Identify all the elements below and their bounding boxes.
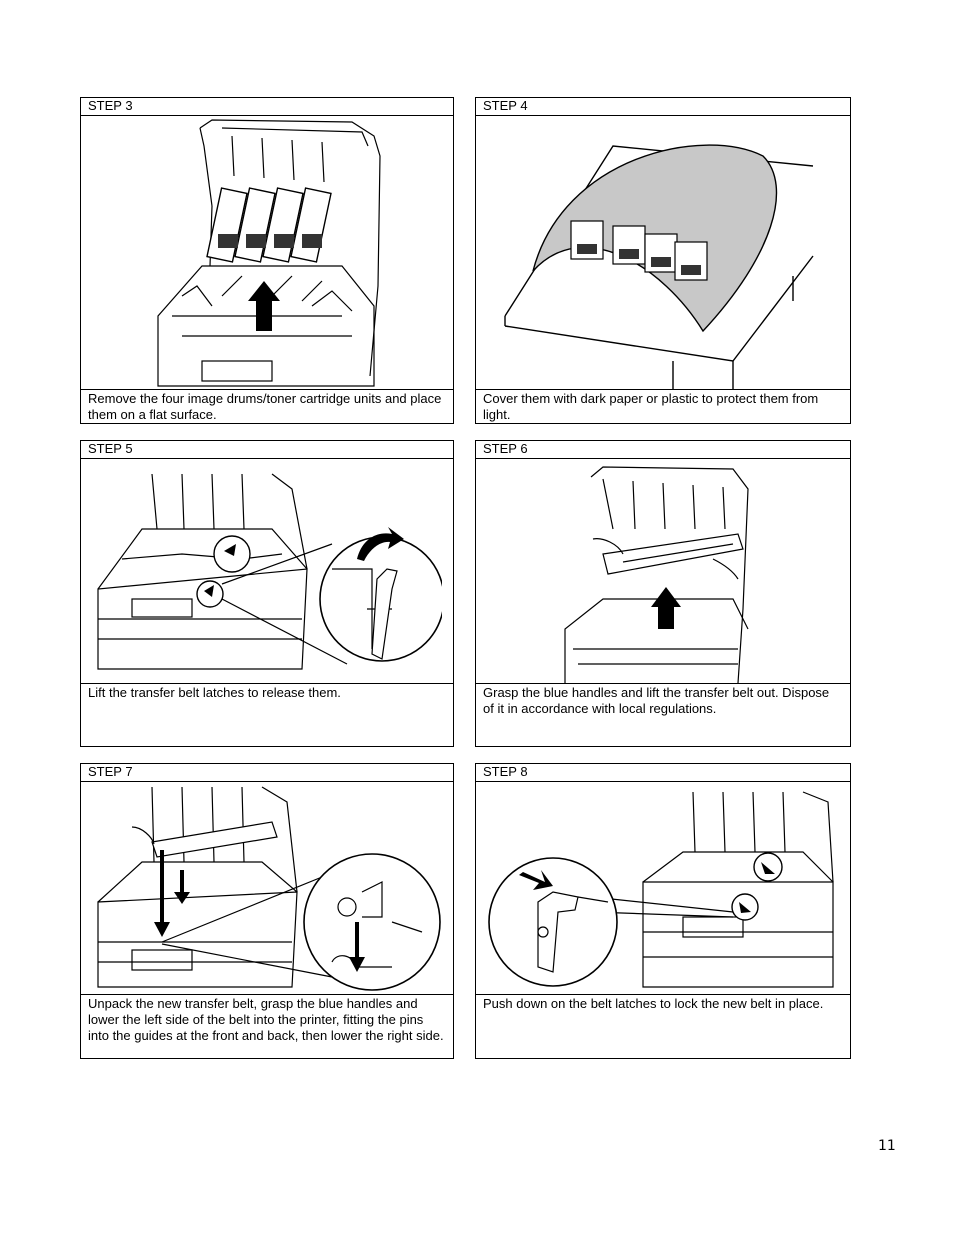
step-5-label: STEP 5	[81, 441, 453, 459]
step-4-caption: Cover them with dark paper or plastic to…	[476, 389, 850, 423]
step-4-illustration	[476, 116, 850, 389]
step-4-box: STEP 4	[475, 97, 851, 424]
step-5-illustration	[81, 459, 453, 683]
step-7-illustration	[81, 782, 453, 994]
step-3-illustration	[81, 116, 453, 389]
step-3-box: STEP 3	[80, 97, 454, 424]
step-8-caption: Push down on the belt latches to lock th…	[476, 994, 850, 1058]
step-5-caption: Lift the transfer belt latches to releas…	[81, 683, 453, 746]
step-5-box: STEP 5	[80, 440, 454, 747]
step-6-box: STEP 6 Grasp the blue handles and lift t…	[475, 440, 851, 747]
step-6-caption: Grasp the blue handles and lift the tran…	[476, 683, 850, 746]
step-7-caption: Unpack the new transfer belt, grasp the …	[81, 994, 453, 1058]
page-number: 11	[878, 1138, 896, 1154]
step-6-label: STEP 6	[476, 441, 850, 459]
step-3-label: STEP 3	[81, 98, 453, 116]
step-8-illustration	[476, 782, 850, 994]
step-6-illustration	[476, 459, 850, 683]
step-7-label: STEP 7	[81, 764, 453, 782]
step-4-label: STEP 4	[476, 98, 850, 116]
step-8-box: STEP 8	[475, 763, 851, 1059]
step-7-box: STEP 7	[80, 763, 454, 1059]
step-8-label: STEP 8	[476, 764, 850, 782]
step-3-caption: Remove the four image drums/toner cartri…	[81, 389, 453, 423]
